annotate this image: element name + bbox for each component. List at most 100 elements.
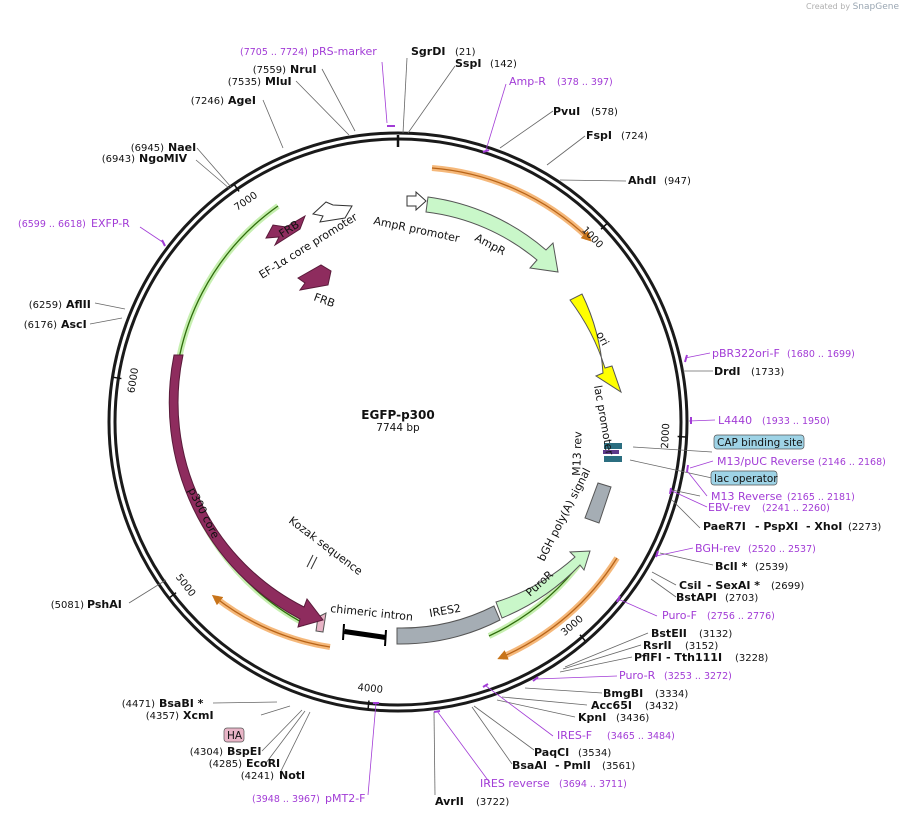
snapgene-logo: SnapGene [852, 2, 899, 12]
site-sexai: - SexAI * [707, 579, 760, 592]
frb-arrow-a [265, 214, 306, 247]
site-pshai: PshAI [87, 598, 122, 611]
ori-arrow [569, 293, 622, 394]
site-ecori: EcoRI [246, 757, 280, 770]
primer-lines [139, 61, 716, 796]
site-xcmi: XcmI [183, 709, 214, 722]
primer-puro-r: Puro-R [619, 669, 656, 682]
site-tth111i-pos: (3228) [735, 653, 768, 664]
site-sspi-pos: (142) [490, 59, 517, 70]
site-drdi-pos: (1733) [751, 367, 784, 378]
p300-arrow [168, 354, 324, 628]
feature-ires2-label: IRES2 [428, 602, 462, 620]
feature-bgh-polya-label: bGH poly(A) signal [535, 466, 593, 563]
site-sgrdi: SgrDI [411, 45, 445, 58]
ampr-arrow [425, 196, 559, 273]
site-pmli: - PmlI [555, 759, 591, 772]
scale-tick [367, 700, 370, 709]
primer-ires-f-pos: (3465 .. 3484) [607, 731, 675, 742]
primer-pbr322ori-f: pBR322ori-F [712, 347, 780, 360]
site-mlui: MluI [265, 75, 292, 88]
feature-kozak-label: Kozak sequence [286, 514, 365, 578]
scale-tick-label: 4000 [357, 682, 383, 696]
scale-tick-label: 5000 [173, 572, 197, 599]
primer-prs-marker-pos: (7705 .. 7724) [240, 47, 308, 58]
primer-ires-reverse-pos: (3694 .. 3711) [559, 779, 627, 790]
primer-m13puc-reverse: M13/pUC Reverse [717, 455, 815, 468]
cap-site-mark [604, 443, 622, 449]
feature-ef1a-label: EF-1α core promoter [257, 210, 360, 281]
site-bsabi: BsaBI * [159, 697, 204, 710]
primer-pmt2-f-pos: (3948 .. 3967) [252, 794, 320, 805]
bgh-polya-shape [584, 482, 612, 524]
primer-prs-marker: pRS-marker [312, 45, 377, 58]
site-naei-pos: (6945) [131, 143, 164, 154]
primer-ires-f: IRES-F [557, 729, 592, 742]
site-ahdi-pos: (947) [664, 176, 691, 187]
scale-tick [600, 223, 608, 230]
primer-exfp-r: EXFP-R [91, 217, 130, 230]
site-kpni: KpnI [578, 711, 606, 724]
site-aflii-pos: (6259) [29, 300, 62, 311]
site-bsteii: BstEII [651, 627, 687, 640]
primer-m13puc-reverse-pos: (2146 .. 2168) [818, 457, 886, 468]
site-bspei-pos: (4304) [190, 747, 223, 758]
feature-ori-label: ori [593, 329, 611, 348]
ampr-outer-arc-line [431, 167, 592, 242]
site-bmgbi-pos: (3334) [655, 689, 688, 700]
primer-pbr322ori-f-pos: (1680 .. 1699) [787, 349, 855, 360]
primer-labels: (7705 .. 7724) pRS-marker Amp-R (378 .. … [18, 45, 886, 805]
chimeric-intron-end-b [384, 629, 387, 647]
site-pflfi: PflFI [634, 651, 662, 664]
backbone-outer [107, 131, 689, 713]
primer-pmt2-f: pMT2-F [325, 792, 366, 805]
plasmid-name: EGFP-p300 [361, 408, 434, 422]
feature-ampr-promoter-label: AmpR promoter [372, 214, 461, 245]
feature-lac-promoter-label: lac promoter [591, 384, 616, 456]
site-agei-pos: (7246) [191, 96, 224, 107]
site-xcmi-pos: (4357) [146, 711, 179, 722]
site-fspi-pos: (724) [621, 131, 648, 142]
ef1a-promoter-arrow [311, 201, 353, 223]
lac-operator-box [710, 470, 778, 486]
site-labels: SgrDI (21) SspI (142) PvuI (578) FspI (7… [24, 45, 882, 808]
site-sspi: SspI [455, 57, 481, 70]
site-asci: AscI [61, 318, 87, 331]
primer-ebv-rev: EBV-rev [708, 501, 751, 514]
ampr-promoter-arrow [406, 190, 427, 212]
site-tth111i: - Tth111I [666, 651, 722, 664]
site-ecori-pos: (4285) [209, 759, 242, 770]
site-pvui: PvuI [553, 105, 580, 118]
feature-p300-core-label: p300 core [185, 485, 222, 540]
site-bspei: BspEI [227, 745, 261, 758]
site-ahdi: AhdI [628, 174, 656, 187]
site-pmli-pos: (3561) [602, 761, 635, 772]
site-mlui-pos: (7535) [228, 77, 261, 88]
site-avrii: AvrII [435, 795, 464, 808]
frb-arrow-b [297, 264, 332, 291]
site-rsrii: RsrII [643, 639, 672, 652]
primer-ticks [161, 125, 692, 713]
scale-tick [233, 184, 240, 192]
site-noti-pos: (4241) [241, 771, 274, 782]
intron-outer-arc-line [211, 594, 331, 648]
site-rsrii-pos: (3152) [685, 641, 718, 652]
scale-tick [169, 592, 177, 599]
kozak-mark [306, 554, 318, 570]
lac-operator-mark [604, 456, 622, 462]
lac-operator-label: lac operator [714, 473, 778, 485]
site-fspi: FspI [586, 129, 612, 142]
credit-prefix: Created by [806, 2, 851, 11]
site-ngomiv-pos: (6943) [102, 154, 135, 165]
site-pshai-pos: (5081) [51, 600, 84, 611]
primer-m13-reverse: M13 Reverse [711, 490, 782, 503]
site-kpni-pos: (3436) [616, 713, 649, 724]
site-bmgbi: BmgBI [603, 687, 643, 700]
boxed-feature-labels: CAP binding site lac operator HA [223, 434, 805, 743]
site-bsteii-pos: (3132) [699, 629, 732, 640]
primer-exfp-r-pos: (6599 .. 6618) [18, 219, 86, 230]
puro-outer-arc-line [497, 557, 618, 660]
site-avrii-pos: (3722) [476, 797, 509, 808]
primer-bgh-rev: BGH-rev [695, 542, 741, 555]
primer-bgh-rev-pos: (2520 .. 2537) [748, 544, 816, 555]
